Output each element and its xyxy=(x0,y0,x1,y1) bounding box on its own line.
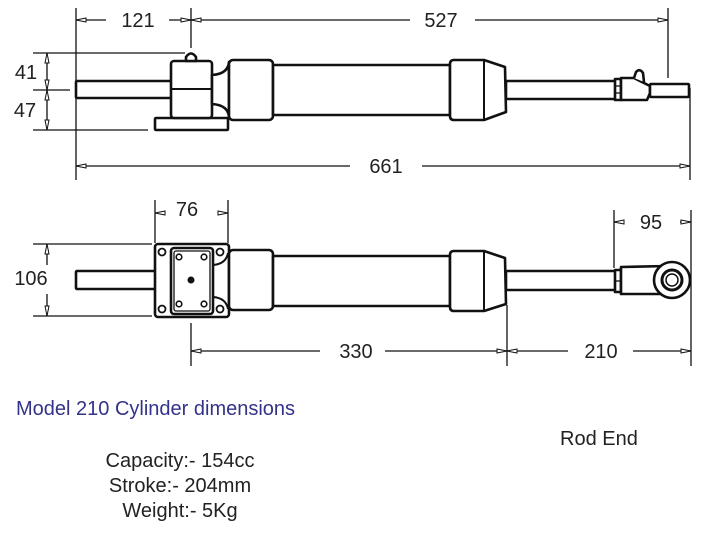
dim-label-95: 95 xyxy=(640,212,662,234)
mount-neck xyxy=(212,252,229,310)
rod-eye-bearing xyxy=(660,268,684,292)
screw xyxy=(175,300,183,308)
dim-label-661: 661 xyxy=(369,156,402,178)
arrow-head xyxy=(190,17,202,23)
spec-stroke: Stroke:- 204mm xyxy=(108,475,252,497)
spec-capacity: Capacity:- 154cc xyxy=(105,450,255,472)
arrow-head xyxy=(190,348,202,354)
arrow-head xyxy=(75,17,87,23)
side-view: 121 527 661 41 47 xyxy=(14,8,691,180)
bolt-hole xyxy=(157,304,167,314)
rod-end-pin xyxy=(648,82,691,99)
rod-end-body xyxy=(619,76,652,102)
screw xyxy=(200,253,208,261)
dim-label-41: 41 xyxy=(15,62,37,84)
specifications: Capacity:- 154cc Stroke:- 204mm Weight:-… xyxy=(60,449,300,524)
rod-eye-bore xyxy=(665,273,679,287)
end-cap xyxy=(227,248,275,312)
piston-rod xyxy=(504,269,618,292)
dim-label-527: 527 xyxy=(424,10,457,32)
rod-end-label: Rod End xyxy=(560,428,638,450)
arrow-head xyxy=(217,210,229,216)
screw xyxy=(175,253,183,261)
arrow-head xyxy=(680,219,692,225)
cylinder-barrel xyxy=(271,63,452,117)
port-nipple xyxy=(184,52,198,63)
arrow-head xyxy=(496,348,508,354)
top-view: 76 95 106 330 210 xyxy=(14,199,692,366)
dim-label-330: 330 xyxy=(339,341,372,363)
arrow-head xyxy=(44,243,50,255)
arrow-head xyxy=(44,79,50,91)
rear-shaft xyxy=(74,79,174,100)
bolt-hole xyxy=(215,304,225,314)
dim-label-106: 106 xyxy=(14,268,47,290)
mount-block-inner xyxy=(173,250,211,312)
arrow-head xyxy=(154,210,166,216)
grease-nipple xyxy=(632,68,646,83)
diagram-title: Model 210 Cylinder dimensions xyxy=(16,398,296,420)
arrow-head xyxy=(679,163,691,169)
gland-nut xyxy=(448,58,508,122)
cylinder-barrel xyxy=(271,254,452,308)
arrow-head xyxy=(680,348,692,354)
center-port xyxy=(187,276,195,284)
arrow-head xyxy=(657,17,669,23)
dim-label-47: 47 xyxy=(14,100,36,122)
mount-neck xyxy=(210,60,231,119)
piston-rod xyxy=(504,79,618,101)
screw xyxy=(200,300,208,308)
mount-base xyxy=(153,116,230,132)
arrow-head xyxy=(44,305,50,317)
arrow-head xyxy=(44,52,50,64)
end-cap xyxy=(227,58,275,122)
spec-weight: Weight:- 5Kg xyxy=(122,500,238,522)
arrow-head xyxy=(180,17,192,23)
dim-label-76: 76 xyxy=(176,199,198,221)
bolt-hole xyxy=(157,247,167,257)
gland-nut xyxy=(448,249,508,313)
arrow-head xyxy=(506,348,518,354)
arrow-head xyxy=(44,119,50,131)
bolt-hole xyxy=(215,247,225,257)
dim-label-121: 121 xyxy=(121,10,154,32)
arrow-head xyxy=(613,219,625,225)
arrow-head xyxy=(75,163,87,169)
arrow-head xyxy=(44,89,50,101)
dim-label-210: 210 xyxy=(584,341,617,363)
